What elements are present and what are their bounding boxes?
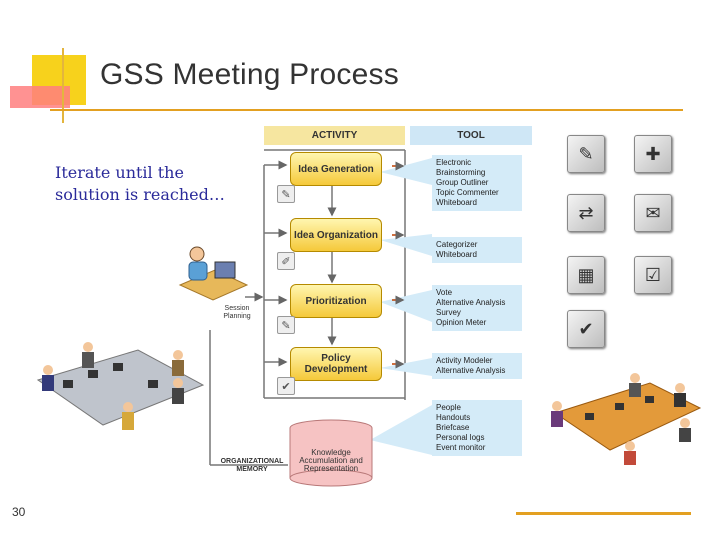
activity-prioritization: Prioritization [290,284,382,318]
tool-header: TOOL [410,126,532,145]
activity-idea-organization: Idea Organization [290,218,382,252]
tools-idea-organization: Categorizer Whiteboard [432,237,522,263]
page-number: 30 [12,505,25,519]
tool-item: Categorizer [436,240,518,250]
tool-item: Electronic [436,158,518,168]
tool-item: Personal logs [436,433,518,443]
commenter-tool-icon: ✉ [634,194,672,232]
activity-header: ACTIVITY [264,126,405,145]
tool-item: Alternative Analysis [436,366,518,376]
session-planner-figure-icon [175,240,250,305]
tool-item: Handouts [436,413,518,423]
survey-tool-icon: ☑ [634,256,672,294]
tool-item: Opinion Meter [436,318,518,328]
idea-organization-icon: ✐ [277,252,295,270]
brainstorm-tool-icon: ✎ [567,135,605,173]
session-planning-label: Session Planning [212,305,262,321]
categorizer-tool-icon: ⇄ [567,194,605,232]
tool-item: Whiteboard [436,250,518,260]
tool-item: Group Outliner [436,178,518,188]
knowledge-label: Knowledge Accumulation and Representatio… [296,449,366,473]
tools-prioritization: Vote Alternative Analysis Survey Opinion… [432,285,522,331]
tool-item: Brainstorming [436,168,518,178]
meeting-room-left-illustration [28,325,208,455]
tool-item: Survey [436,308,518,318]
prioritization-icon: ✎ [277,316,295,334]
tool-item: Alternative Analysis [436,298,518,308]
outliner-tool-icon: ✚ [634,135,672,173]
vote-tool-icon: ▦ [567,256,605,294]
activity-policy-development: Policy Development [290,347,382,381]
footer-line [516,512,691,515]
policy-icon: ✔ [277,377,295,395]
tools-idea-generation: Electronic Brainstorming Group Outliner … [432,155,522,211]
idea-generation-icon: ✎ [277,185,295,203]
tools-memory: People Handouts Briefcase Personal logs … [432,400,522,456]
tool-item: Whiteboard [436,198,518,208]
tools-policy-development: Activity Modeler Alternative Analysis [432,353,522,379]
modeler-tool-icon: ✔ [567,310,605,348]
tool-item: People [436,403,518,413]
meeting-room-right-illustration [545,368,705,468]
org-memory-label: ORGANIZATIONAL MEMORY [218,458,286,474]
tool-item: Topic Commenter [436,188,518,198]
tool-item: Vote [436,288,518,298]
tool-item: Event monitor [436,443,518,453]
tool-item: Activity Modeler [436,356,518,366]
tool-item: Briefcase [436,423,518,433]
activity-idea-generation: Idea Generation [290,152,382,186]
